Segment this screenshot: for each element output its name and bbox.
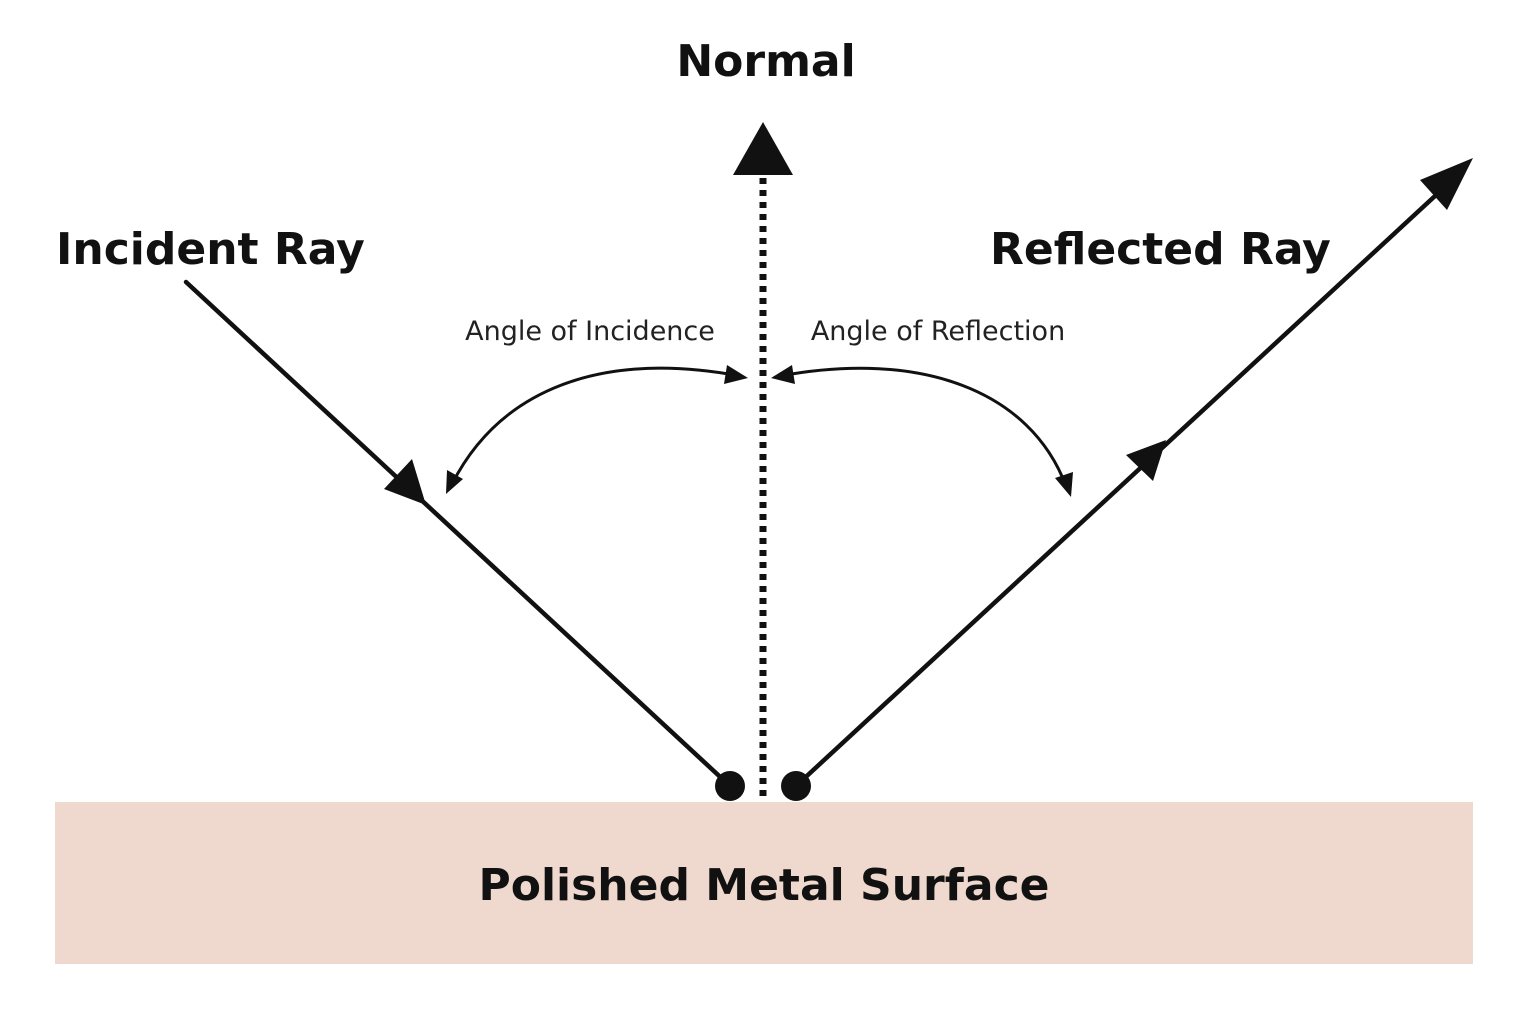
surface-label: Polished Metal Surface [478, 860, 1049, 911]
reflected-ray-line [793, 181, 1451, 789]
angle-of-incidence-label: Angle of Incidence [465, 316, 715, 347]
angle-of-reflection-arrowhead-ray [1055, 472, 1073, 497]
angle-of-reflection-arrowhead-normal [771, 365, 795, 384]
polished-metal-surface [55, 802, 1473, 964]
reflection-point-dot [781, 771, 811, 801]
angle-of-incidence-arc [450, 366, 741, 485]
incident-ray-label: Incident Ray [56, 224, 365, 275]
angle-of-incidence-arrowhead-normal [724, 365, 748, 384]
normal-arrowhead [733, 122, 793, 175]
incident-ray-arrowhead [384, 459, 426, 505]
reflected-ray-label: Reflected Ray [990, 224, 1331, 275]
angle-of-reflection-label: Angle of Reflection [811, 316, 1065, 347]
incident-point-dot [715, 771, 745, 801]
reflected-ray-arrowhead-end [1420, 158, 1473, 210]
angle-of-incidence-arrowhead-ray [446, 470, 463, 494]
reflected-ray-arrowhead-mid [1126, 440, 1166, 481]
angle-of-reflection-arc [779, 366, 1068, 487]
normal-label: Normal [676, 36, 855, 87]
incident-ray-line [183, 279, 733, 789]
